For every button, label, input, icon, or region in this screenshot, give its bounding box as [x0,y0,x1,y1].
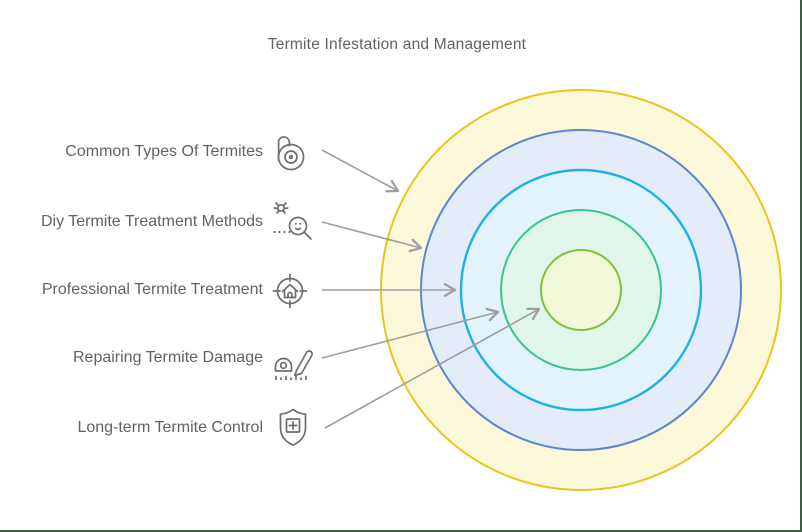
item-label-common-types: Common Types Of Termites [65,143,263,160]
pest-inspection-icon [273,202,312,240]
arrow-connector-4 [321,307,500,359]
ring-level-5 [540,249,622,331]
item-label-professional-treatment: Professional Termite Treatment [41,281,263,298]
target-home-icon [272,273,308,309]
item-label-longterm-control: Long-term Termite Control [77,419,263,436]
item-label-repairing-damage: Repairing Termite Damage [72,349,263,366]
arrow-connector-5 [324,307,541,429]
item-label-diy-treatment: Diy Termite Treatment Methods [40,213,263,230]
arrow-connector-2 [321,221,423,253]
diagram-title: Termite Infestation and Management [267,36,527,53]
termite-icon [277,136,305,171]
repair-tools-icon [274,350,313,380]
ring-group [380,89,782,491]
arrow-group [321,149,541,429]
shield-plus-icon [279,408,307,446]
arrow-connector-1 [321,149,400,193]
